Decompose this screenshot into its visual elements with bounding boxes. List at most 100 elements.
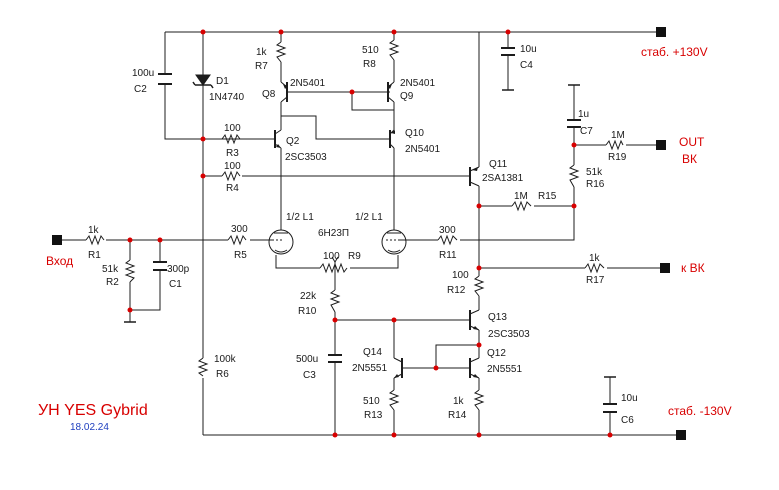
C2-ref: C2 (134, 84, 147, 95)
C1 (153, 261, 167, 271)
terminal-kvk (660, 263, 670, 273)
C7 (567, 119, 581, 128)
Q14 (393, 357, 403, 379)
L1a-ref: 1/2 L1 (286, 212, 314, 223)
junction (349, 89, 355, 95)
C2 (158, 73, 172, 85)
label-kvk: к ВК (681, 261, 705, 275)
terminal-input (52, 235, 62, 245)
L1-type: 6Н23П (318, 228, 349, 239)
Q11-arrow (472, 167, 478, 171)
C6-value: 10u (621, 393, 638, 404)
Q12-value: 2N5551 (487, 364, 522, 375)
R13-value: 510 (363, 396, 380, 407)
tube-L1-left (268, 229, 294, 255)
Q11-ref: Q11 (489, 159, 508, 170)
wire-mirror-bases (402, 344, 479, 369)
R12 (473, 275, 485, 297)
R8 (388, 39, 400, 61)
R6-value: 100k (214, 354, 237, 365)
Q9-value: 2N5401 (400, 78, 435, 89)
R12-value: 100 (452, 270, 469, 281)
diagram-date: 18.02.24 (70, 422, 109, 433)
R5-value: 300 (231, 224, 248, 235)
terminal-out (656, 140, 666, 150)
junction (278, 29, 284, 35)
label-out-vk: ВК (682, 152, 697, 166)
label-vminus: стаб. -130V (668, 404, 732, 418)
R16-ref: R16 (586, 179, 605, 190)
R17 (584, 262, 605, 274)
Q8-arrow (283, 84, 288, 89)
R5 (227, 234, 247, 246)
R6-ref: R6 (216, 369, 229, 380)
R2-value: 51k (102, 264, 119, 275)
junction (332, 317, 338, 323)
Q8-ref: Q8 (262, 89, 276, 100)
R19-value: 1M (611, 130, 625, 141)
R10 (329, 289, 341, 313)
junction (571, 203, 577, 209)
junction (505, 29, 511, 35)
L1b-ref: 1/2 L1 (355, 212, 383, 223)
junction (157, 237, 163, 243)
C3-value: 500u (296, 354, 318, 365)
R5-ref: R5 (234, 250, 247, 261)
R8-ref: R8 (363, 59, 376, 70)
R3 (221, 133, 241, 145)
Q13-value: 2SC3503 (488, 329, 530, 340)
R14-ref: R14 (448, 410, 467, 421)
R11-ref: R11 (439, 250, 457, 261)
R12-ref: R12 (447, 285, 466, 296)
junction (476, 342, 482, 348)
R4 (221, 170, 241, 182)
Q12-arrow (473, 374, 479, 378)
junction (391, 432, 397, 438)
Q14-arrow (394, 374, 399, 378)
wire-tube-plates (280, 225, 395, 230)
tube-L1-right (381, 229, 407, 255)
R9-ref: R9 (348, 251, 361, 262)
C2-value: 100u (132, 68, 154, 79)
R9 (319, 262, 348, 274)
label-out: OUT (679, 135, 705, 149)
C4 (501, 47, 515, 56)
R11-value: 300 (439, 225, 456, 236)
Q9-arrow (387, 84, 392, 89)
R2 (124, 259, 136, 283)
D1-value: 1N4740 (209, 92, 244, 103)
junction (200, 173, 206, 179)
wire-c6 (604, 376, 616, 435)
wire-mid-node (334, 319, 470, 435)
D1 (192, 74, 214, 89)
junction (476, 203, 482, 209)
Q10-value: 2N5401 (405, 144, 440, 155)
Q14-ref: Q14 (363, 347, 382, 358)
R1-ref: R1 (88, 250, 101, 261)
junction (476, 432, 482, 438)
C6-ref: C6 (621, 415, 634, 426)
C1-ref: C1 (169, 279, 182, 290)
R10-ref: R10 (298, 306, 317, 317)
Q11-value: 2SA1381 (482, 173, 524, 184)
junction (200, 29, 206, 35)
R1 (85, 234, 105, 246)
Q13-arrow (473, 326, 479, 330)
R7-ref: R7 (255, 61, 268, 72)
wire-r2-c1 (124, 240, 161, 323)
wire-q2 (265, 120, 282, 225)
C6 (603, 403, 617, 413)
R19 (605, 139, 624, 151)
Q10-arrow (391, 130, 395, 134)
R16-value: 51k (586, 167, 603, 178)
junction (433, 365, 439, 371)
diagram-title: УН YES Gybrid (38, 402, 148, 419)
junction (607, 432, 613, 438)
R16 (568, 164, 580, 188)
junction (200, 136, 206, 142)
Q10-ref: Q10 (405, 128, 424, 139)
wire-q2-q10 (280, 110, 390, 140)
R13-ref: R13 (364, 410, 383, 421)
